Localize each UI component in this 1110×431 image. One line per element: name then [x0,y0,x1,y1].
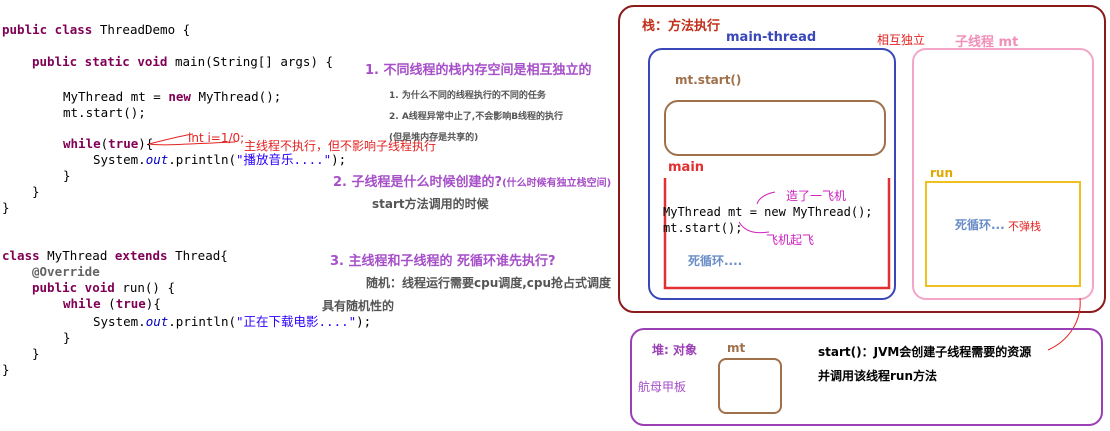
main-frame-code-1: MyThread mt = new MyThread(); [663,205,873,219]
code-listing: public class ThreadDemo { public static … [0,0,371,431]
inline-int-error: int i=1/0; [188,131,245,145]
main-frame-label: main [668,160,705,175]
start-frame-label: mt.start() [675,73,742,87]
code-line-brace: } [2,200,10,215]
code-line-println-movie: System.out.println("正在下载电影...."); [93,314,372,329]
question-1-sub2: 2. A线程异常中止了,不会影响B线程的执行 [389,112,564,122]
main-loop-label: 死循环.... [688,254,743,268]
start-description-1: start()：JVM会创建子线程需要的资源 [818,345,1032,359]
question-1-sub3: (但是堆内存是共享的) [389,133,479,143]
run-frame-label: run [930,166,954,180]
code-line-start: mt.start(); [63,105,146,120]
question-3-answer-1: 随机：线程运行需要cpu调度,cpu抢占式调度 [366,276,612,290]
question-2-title: 2. 子线程是什么时候创建的?(什么时候有独立栈空间) [333,175,612,190]
sub-thread-label: 子线程 mt [955,35,1019,50]
question-3-title: 3. 主线程和子线程的 死循环谁先执行? [330,254,556,269]
start-stack-frame [664,100,886,156]
question-2-answer: start方法调用的时候 [372,197,489,211]
question-3-answer-2: 具有随机性的 [322,299,395,313]
code-line-brace: } [63,168,71,183]
code-line-brace: } [32,184,40,199]
code-line-brace: } [2,362,10,377]
code-line-new-thread: MyThread mt = new MyThread(); [63,89,282,104]
run-loop-label: 死循环... [955,218,1005,232]
heap-area [630,328,1103,426]
run-stack-frame [925,181,1081,287]
heap-mt-label: mt [727,341,746,355]
code-line-run-decl: public void run() { [32,280,175,295]
main-thread-label: main-thread [726,30,817,45]
stack-area [618,5,1106,313]
code-line-brace: } [63,330,71,345]
main-thread-stack [648,48,896,300]
carrier-deck-label: 航母甲板 [638,380,687,394]
plane-fly-note: 飞机起飞 [766,233,815,247]
plane-arrows [738,191,776,234]
stack-title: 栈：方法执行 [642,19,721,34]
start-description-2: 并调用该线程run方法 [818,369,938,383]
code-line-override: @Override [32,264,100,279]
inline-main-no-exec-note: 主线程不执行，但不影响子线程执行 [244,139,437,153]
code-line-brace: } [32,346,40,361]
main-stack-frame [663,178,891,290]
no-pop-note: 不弹栈 [1008,220,1041,233]
sub-thread-stack [912,48,1094,300]
question-1-sub1: 1. 为什么不同的线程执行的不同的任务 [389,91,546,101]
code-line-main-decl: public static void main(String[] args) { [32,54,334,69]
code-line-println-music: System.out.println("播放音乐...."); [93,152,347,167]
mt-object-box [718,358,782,414]
heap-title: 堆: 对象 [652,343,697,357]
independent-label: 相互独立 [877,33,926,47]
code-line-mythread-class: class MyThread extends Thread{ [2,248,228,263]
code-line-while-run: while (true){ [63,296,161,311]
code-line-while: while(true){ [63,136,154,151]
code-line-class-decl: public class ThreadDemo { [2,22,191,37]
plane-made-note: 造了一飞机 [786,189,847,203]
question-1-title: 1. 不同线程的栈内存空间是相互独立的 [365,63,592,78]
annotation-arrow [148,133,236,146]
main-frame-code-2: mt.start(); [663,221,743,235]
